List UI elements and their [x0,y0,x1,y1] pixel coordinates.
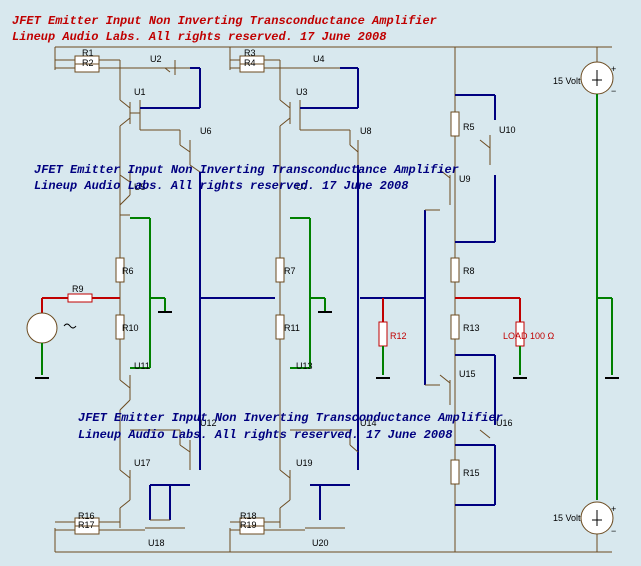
label-u3: U3 [296,87,308,97]
block-top-middle [230,55,359,470]
title-top-line2: Lineup Audio Labs. All rights reserved. … [12,30,386,44]
label-bottom-supply: 15 Volt [553,513,581,523]
label-r5: R5 [463,122,475,132]
label-u4: U4 [313,54,325,64]
r12-branch [376,298,390,379]
resistor-r15 [450,459,460,485]
title-mid-line1: JFET Emitter Input Non Inverting Transco… [34,163,459,177]
label-u10: U10 [499,125,516,135]
label-r10: R10 [122,323,139,333]
label-u13: U13 [296,361,313,371]
label-r18: R18 [240,511,257,521]
svg-text:+: + [611,504,616,514]
label-r7: R7 [284,266,296,276]
label-u2: U2 [150,54,162,64]
watermark-titles: JFET Emitter Input Non Inverting Transco… [12,14,503,442]
title-top-line1: JFET Emitter Input Non Inverting Transco… [12,14,437,28]
supply-rails [54,46,612,553]
label-r6: R6 [122,266,134,276]
resistor-r11 [275,314,285,340]
title-mid-line2: Lineup Audio Labs. All rights reserved. … [34,179,408,193]
title-bot-line2: Lineup Audio Labs. All rights reserved. … [78,428,452,442]
label-r15: R15 [463,468,480,478]
label-u20: U20 [312,538,329,548]
label-u5: U5 [134,182,146,192]
svg-text:−: − [611,526,616,536]
label-r3: R3 [244,48,256,58]
svg-text:+: + [611,64,616,74]
resistor-r5 [450,111,460,137]
resistor-r8 [450,257,460,283]
block-bottom-left [55,375,191,535]
label-r12: R12 [390,331,407,341]
label-r8: R8 [463,266,475,276]
label-u18: U18 [148,538,165,548]
label-r1: R1 [82,48,94,58]
block-top-left [55,55,201,470]
component-labels: R1 R2 U2 U1 U6 U5 R6 R9 R10 U11 U12 U17 … [72,48,581,548]
label-u15: U15 [459,369,476,379]
supplies: + − + − [580,47,619,552]
ac-source-icon [26,312,58,344]
label-u17: U17 [134,458,151,468]
label-r9: R9 [72,284,84,294]
label-r13: R13 [463,323,480,333]
resistor-r9 [67,293,93,303]
resistor-r7 [275,257,285,283]
output-stage [424,94,527,506]
label-u11: U11 [134,361,150,371]
label-r2: R2 [82,58,94,68]
label-r17: R17 [78,520,95,530]
label-r11: R11 [284,323,300,333]
label-u12: U12 [200,418,217,428]
label-r4: R4 [244,58,256,68]
label-u19: U19 [296,458,313,468]
resistor-r13 [450,314,460,340]
block-bottom-middle [230,429,359,535]
label-r16: R16 [78,511,95,521]
label-u16: U16 [496,418,513,428]
label-u1: U1 [134,87,146,97]
label-u8: U8 [360,126,372,136]
label-u14: U14 [360,418,377,428]
svg-text:−: − [611,86,616,96]
label-u9: U9 [459,174,471,184]
title-bot-line1: JFET Emitter Input Non Inverting Transco… [78,411,503,425]
label-u7: U7 [296,182,308,192]
resistor-r12 [378,321,388,347]
label-load: LOAD 100 Ω [503,331,555,341]
label-top-supply: 15 Volt [553,76,581,86]
signal-input [26,293,120,379]
label-r19: R19 [240,520,257,530]
label-u6: U6 [200,126,212,136]
